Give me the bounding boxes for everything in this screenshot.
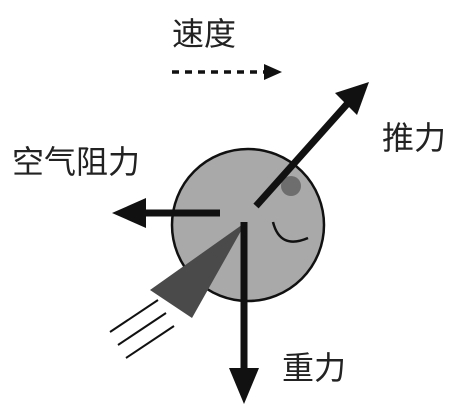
- gravity-arrow: [229, 222, 259, 404]
- thrust-arrow: [253, 82, 369, 209]
- motion-lines: [109, 299, 175, 359]
- gravity-label: 重力: [282, 349, 347, 387]
- beak-triangle: [150, 222, 246, 318]
- velocity-arrow: [172, 64, 282, 80]
- eye: [281, 176, 301, 196]
- thrust-label: 推力: [382, 119, 447, 157]
- velocity-label: 速度: [172, 15, 237, 53]
- air-resistance-label: 空气阻力: [12, 143, 141, 181]
- air-resistance-arrow: [112, 198, 220, 228]
- mouth-curve: [271, 221, 309, 243]
